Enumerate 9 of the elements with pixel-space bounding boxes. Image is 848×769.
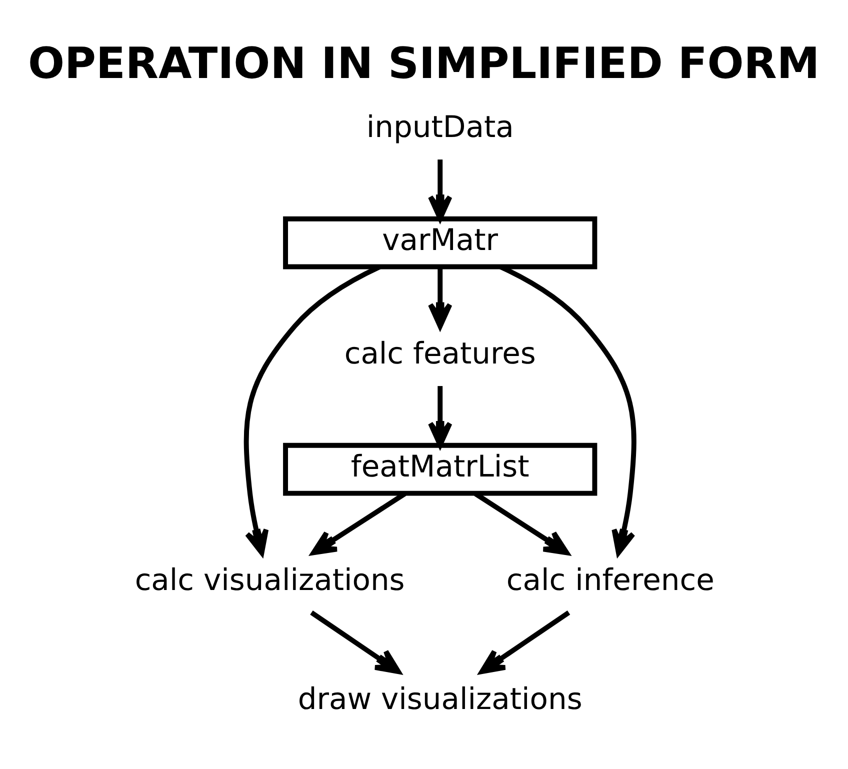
diagram-title: OPERATION IN SIMPLIFIED FORM (28, 38, 820, 88)
node-text: calc inference (506, 562, 714, 598)
node-box: varMatr (283, 216, 598, 269)
arrow (479, 610, 570, 674)
node-text: draw visualizations (298, 681, 582, 716)
node-text: inputData (366, 109, 514, 144)
node-text: calc features (344, 336, 536, 371)
arrow (310, 610, 401, 674)
node-text: calc visualizations (134, 562, 405, 598)
